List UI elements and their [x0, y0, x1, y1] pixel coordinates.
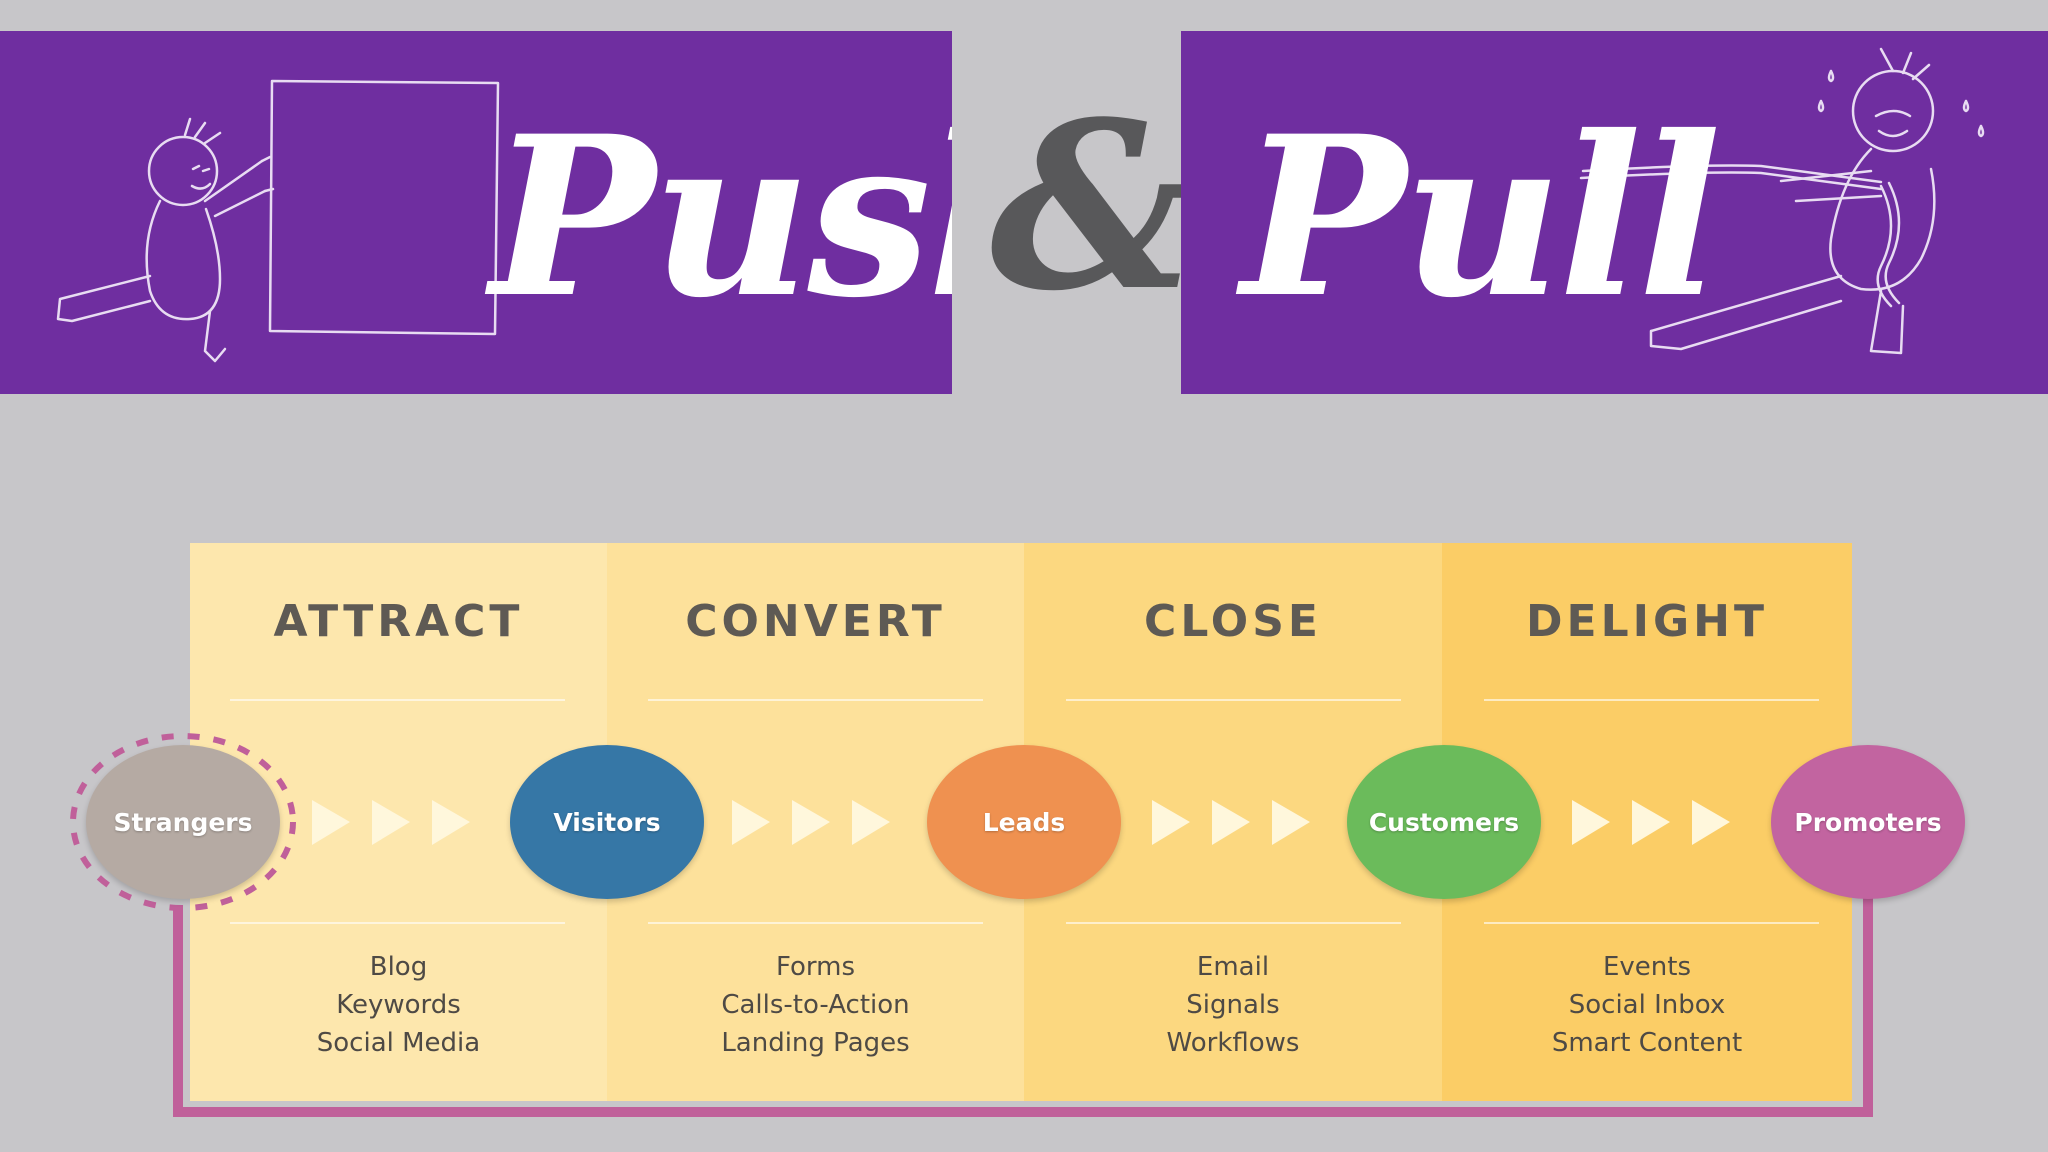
- flow-arrow: [1572, 800, 1610, 845]
- flow-arrow: [372, 800, 410, 845]
- tool-item: Email: [1196, 952, 1270, 982]
- tool-item: Keywords: [336, 990, 461, 1020]
- stage-title-attract: ATTRACT: [273, 596, 524, 647]
- stage-tools-delight: Events Social Inbox Smart Content: [1442, 948, 1852, 1062]
- tool-item: Blog: [369, 952, 428, 982]
- push-word: Push: [490, 87, 952, 346]
- stage-title-delight: DELIGHT: [1526, 596, 1768, 647]
- flow-arrow: [852, 800, 890, 845]
- pushing-figure-illustration: [56, 79, 500, 363]
- tool-item: Forms: [775, 952, 856, 982]
- node-visitors: Visitors: [510, 745, 704, 899]
- pulling-figure-illustration: [1579, 47, 1985, 355]
- stage-title-convert: CONVERT: [685, 596, 946, 647]
- stage-tools-convert: Forms Calls-to-Action Landing Pages: [607, 948, 1024, 1062]
- push-banner: Push: [0, 31, 952, 394]
- tool-item: Events: [1602, 952, 1692, 982]
- flow-arrow: [1692, 800, 1730, 845]
- flow-arrow: [432, 800, 470, 845]
- node-customers: Customers: [1347, 745, 1541, 899]
- tool-item: Workflows: [1166, 1028, 1300, 1058]
- tool-item: Calls-to-Action: [721, 990, 910, 1020]
- tool-item: Social Inbox: [1568, 990, 1726, 1020]
- ampersand: &: [990, 72, 1198, 342]
- flow-arrow: [1212, 800, 1250, 845]
- flow-arrows: [312, 800, 1730, 845]
- flow-arrow: [312, 800, 350, 845]
- node-promoters: Promoters: [1771, 745, 1965, 899]
- flow-arrow: [1632, 800, 1670, 845]
- loop-back-line: [173, 890, 1873, 1117]
- node-leads: Leads: [927, 745, 1121, 899]
- stage-title-close: CLOSE: [1144, 596, 1322, 647]
- tool-item: Landing Pages: [721, 1028, 910, 1058]
- pull-word: Pull: [1241, 87, 1722, 346]
- flow-arrow: [1272, 800, 1310, 845]
- tool-item: Smart Content: [1551, 1028, 1743, 1058]
- node-strangers: Strangers: [86, 745, 280, 899]
- stage-tools-attract: Blog Keywords Social Media: [190, 948, 607, 1062]
- tool-item: Social Media: [316, 1028, 481, 1058]
- pull-banner: Pull: [1181, 31, 2048, 394]
- flow-arrow: [732, 800, 770, 845]
- strangers-dashed-ring: [70, 733, 296, 911]
- flow-arrow: [1152, 800, 1190, 845]
- stage-tools-close: Email Signals Workflows: [1024, 948, 1442, 1062]
- flow-arrow: [792, 800, 830, 845]
- tool-item: Signals: [1186, 990, 1280, 1020]
